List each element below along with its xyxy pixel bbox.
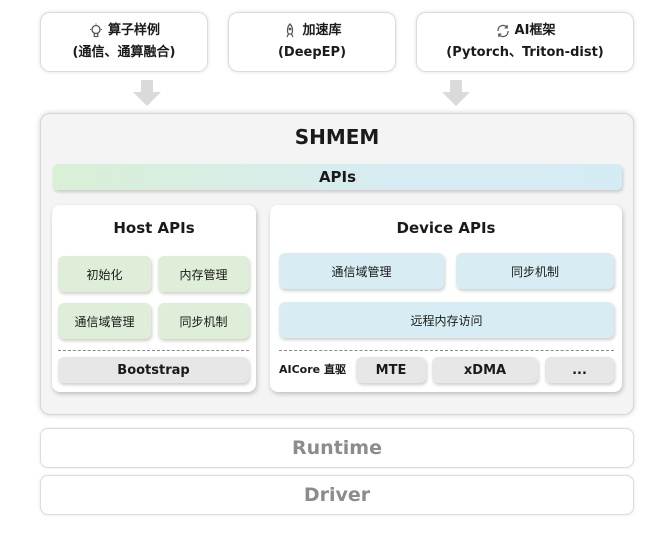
top-box-title: AI框架 bbox=[514, 23, 556, 38]
host-apis-title: Host APIs bbox=[113, 219, 195, 237]
host-item-comm-domain-management: 通信域管理 bbox=[58, 303, 151, 339]
top-box-title: 加速库 bbox=[302, 23, 342, 38]
top-box-acceleration-lib: 加速库 (DeepEP) bbox=[228, 12, 396, 72]
lightbulb-icon bbox=[88, 23, 104, 39]
host-item-init: 初始化 bbox=[58, 256, 151, 292]
top-box-ai-framework: AI框架 (Pytorch、Triton-dist) bbox=[416, 12, 634, 72]
device-item-remote-memory-access: 远程内存访问 bbox=[279, 302, 614, 338]
top-box-subtitle: (通信、通算融合) bbox=[72, 45, 176, 60]
host-item-sync-mechanism: 同步机制 bbox=[158, 303, 249, 339]
transport-xdma: xDMA bbox=[432, 357, 538, 383]
transport-more: ... bbox=[545, 357, 614, 383]
rocket-icon bbox=[282, 23, 298, 39]
driver-layer: Driver bbox=[40, 475, 634, 515]
top-box-subtitle: (DeepEP) bbox=[277, 45, 347, 60]
host-item-memory-management: 内存管理 bbox=[158, 256, 249, 292]
device-divider bbox=[279, 350, 614, 351]
top-box-title: 算子样例 bbox=[107, 23, 160, 38]
device-apis-title: Device APIs bbox=[396, 219, 496, 237]
down-arrow-icon bbox=[442, 80, 470, 106]
host-divider bbox=[58, 350, 249, 351]
bootstrap-block: Bootstrap bbox=[58, 357, 249, 383]
aicore-direct-label: AICore 直驱 bbox=[279, 363, 346, 376]
device-item-sync-mechanism: 同步机制 bbox=[456, 253, 614, 289]
shmem-title: SHMEM bbox=[294, 125, 380, 149]
transport-mte: MTE bbox=[356, 357, 426, 383]
down-arrow-icon bbox=[133, 80, 161, 106]
cycle-arrows-icon bbox=[495, 23, 511, 39]
top-box-subtitle: (Pytorch、Triton-dist) bbox=[446, 45, 604, 60]
runtime-layer: Runtime bbox=[40, 428, 634, 468]
device-item-comm-domain-management: 通信域管理 bbox=[279, 253, 444, 289]
apis-bar: APIs bbox=[53, 164, 622, 190]
top-box-operator-samples: 算子样例 (通信、通算融合) bbox=[40, 12, 208, 72]
